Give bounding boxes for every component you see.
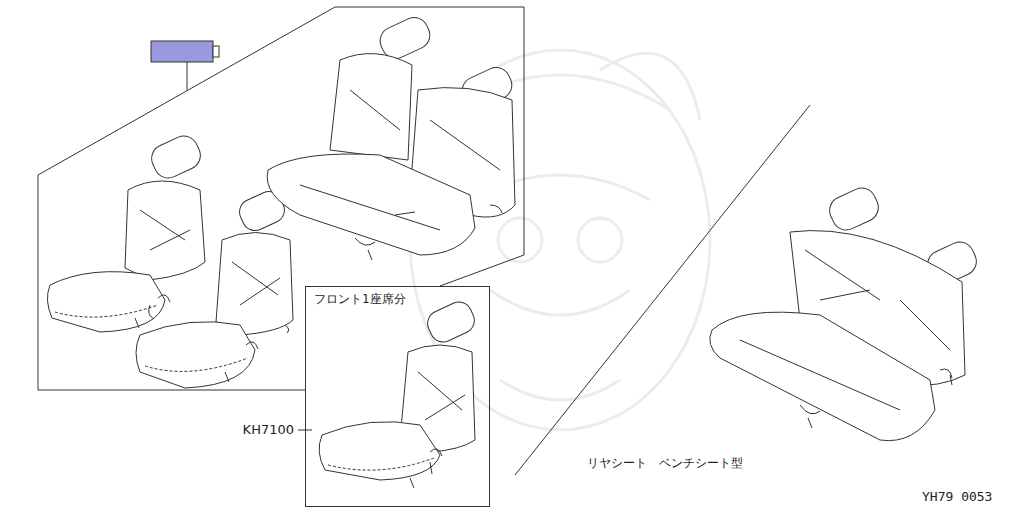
part-number: KH7100 bbox=[243, 422, 294, 437]
caption-note: リヤシート ベンチシート型 bbox=[587, 455, 743, 472]
label-tag bbox=[151, 41, 219, 62]
leader-line bbox=[187, 62, 188, 90]
seat-covers bbox=[47, 13, 981, 488]
group-frame bbox=[38, 7, 810, 475]
figure-code: YH79 0053 bbox=[922, 489, 992, 504]
inset-frame: フロント1座席分 bbox=[305, 286, 490, 507]
separator-line bbox=[515, 105, 810, 475]
inset-heading: フロント1座席分 bbox=[314, 291, 481, 308]
